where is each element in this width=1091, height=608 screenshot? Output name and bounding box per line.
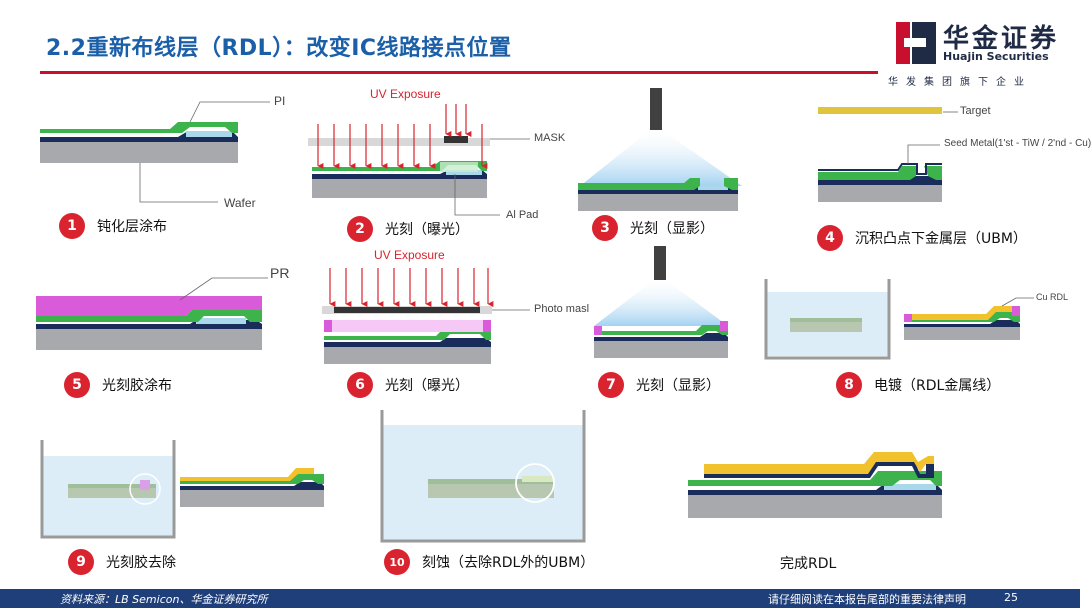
step-number-badge: 4 bbox=[817, 225, 843, 251]
annotation-pr: PR bbox=[270, 265, 290, 281]
step-label: 光刻（显影） bbox=[630, 221, 714, 237]
step-number-badge: 5 bbox=[64, 372, 90, 398]
step-number-badge: 2 bbox=[347, 216, 373, 242]
step-6: 6 光刻（曝光） bbox=[347, 372, 469, 398]
final-step: 完成RDL bbox=[780, 553, 836, 573]
panel-2-exposure bbox=[308, 104, 530, 216]
panel-final-rdl bbox=[688, 452, 942, 518]
panel-3-develop bbox=[578, 88, 742, 211]
panel-9-pr-strip bbox=[40, 440, 324, 539]
annotation-seed-metal: Seed Metal(1'st - TiW / 2'nd - Cu) bbox=[944, 138, 1091, 149]
annotation-uv-exposure-2: UV Exposure bbox=[374, 248, 445, 262]
step-3: 3 光刻（显影） bbox=[592, 215, 714, 241]
step-number-badge: 6 bbox=[347, 372, 373, 398]
step-label: 光刻胶去除 bbox=[106, 555, 176, 571]
step-4: 4 沉积凸点下金属层（UBM） bbox=[817, 225, 1027, 251]
panel-1-passivation bbox=[40, 101, 270, 203]
title-underline bbox=[40, 71, 878, 74]
step-label: 光刻（曝光） bbox=[385, 378, 469, 394]
annotation-mask: MASK bbox=[534, 132, 566, 144]
panel-8-electroplating bbox=[764, 279, 1034, 360]
panel-10-etch bbox=[380, 410, 586, 543]
logo-chinese-name: 华金证券 bbox=[943, 24, 1060, 54]
logo-subtitle: 华发集团旗下企业 bbox=[888, 77, 1032, 88]
step-9: 9 光刻胶去除 bbox=[68, 549, 176, 575]
annotation-wafer: Wafer bbox=[224, 196, 256, 210]
step-number-badge: 9 bbox=[68, 549, 94, 575]
step-5: 5 光刻胶涂布 bbox=[64, 372, 172, 398]
panel-6-exposure bbox=[322, 268, 530, 364]
step-7: 7 光刻（显影） bbox=[598, 372, 720, 398]
step-label: 钝化层涂布 bbox=[97, 219, 167, 235]
huajin-logo-icon bbox=[896, 22, 936, 64]
step-label: 光刻（曝光） bbox=[385, 222, 469, 238]
annotation-pi: PI bbox=[274, 94, 286, 108]
step-number-badge: 10 bbox=[384, 549, 410, 575]
legal-disclaimer: 请仔细阅读在本报告尾部的重要法律声明 bbox=[768, 593, 966, 606]
step-label: 光刻胶涂布 bbox=[102, 378, 172, 394]
annotation-photo-mask: Photo masl bbox=[534, 303, 590, 315]
step-number-badge: 8 bbox=[836, 372, 862, 398]
step-label: 光刻（显影） bbox=[636, 378, 720, 394]
source-note: 资料来源：LB Semicon、华金证券研究所 bbox=[60, 593, 268, 606]
step-label: 沉积凸点下金属层（UBM） bbox=[855, 231, 1027, 247]
panel-5-pr-coating bbox=[36, 277, 268, 350]
step-10: 10 刻蚀（去除RDL外的UBM） bbox=[384, 549, 594, 575]
annotation-al-pad: Al Pad bbox=[506, 209, 539, 221]
step-1: 1 钝化层涂布 bbox=[59, 213, 167, 239]
step-8: 8 电镀（RDL金属线） bbox=[836, 372, 1000, 398]
annotation-uv-exposure-1: UV Exposure bbox=[370, 87, 441, 101]
annotation-cu-rdl: Cu RDL bbox=[1036, 292, 1069, 302]
panel-4-ubm bbox=[818, 107, 958, 202]
panel-7-develop bbox=[594, 246, 728, 358]
page-number: 25 bbox=[1004, 591, 1018, 604]
step-label: 电镀（RDL金属线） bbox=[874, 378, 1001, 394]
logo-english-name: Huajin Securities bbox=[943, 50, 1049, 63]
step-label: 刻蚀（去除RDL外的UBM） bbox=[422, 555, 595, 571]
annotation-target: Target bbox=[960, 105, 991, 117]
step-number-badge: 3 bbox=[592, 215, 618, 241]
page-title: 2.2重新布线层（RDL）：改变IC线路接点位置 bbox=[46, 36, 512, 61]
step-number-badge: 7 bbox=[598, 372, 624, 398]
step-2: 2 光刻（曝光） bbox=[347, 216, 469, 242]
footer-bar bbox=[0, 589, 1080, 608]
final-label: 完成RDL bbox=[780, 556, 837, 572]
step-number-badge: 1 bbox=[59, 213, 85, 239]
